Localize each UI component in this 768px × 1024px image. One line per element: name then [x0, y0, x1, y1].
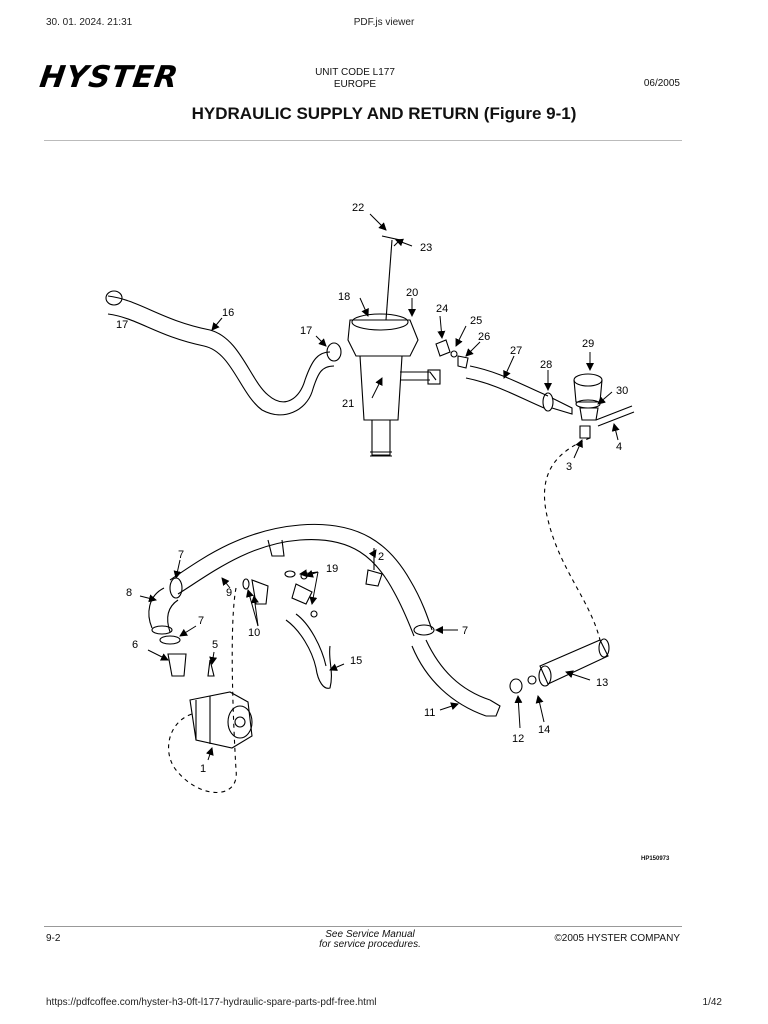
callout-27: 27: [510, 345, 522, 357]
clamp-17-left: [105, 290, 123, 306]
filter-head-18: [347, 319, 419, 357]
callout-30: 30: [616, 385, 628, 397]
clamp-7-mid: [159, 635, 181, 645]
callout-10: 10: [248, 627, 260, 639]
fitting-6: [167, 653, 187, 677]
source-url: https://pdfcoffee.com/hyster-h3-0ft-l177…: [46, 997, 377, 1008]
pump-1: [189, 691, 253, 749]
unit-code-block: UNIT CODE L177 EUROPE: [300, 67, 410, 91]
callout-3: 3: [566, 461, 572, 473]
callout-28: 28: [540, 359, 552, 371]
clamp-28: [542, 392, 554, 412]
footer-divider: [44, 926, 682, 927]
hose-27: [469, 365, 549, 397]
fitting-19: [291, 583, 313, 605]
hose-15: [285, 619, 332, 689]
callout-29: 29: [582, 338, 594, 350]
strainer-13: [539, 639, 609, 685]
hose-16: [107, 295, 331, 403]
callout-labels: 22 23 16 17 18 20 17 24 25 26 27 28 29 3…: [116, 202, 628, 775]
callout-14: 14: [538, 724, 550, 736]
callout-7-right: 7: [462, 625, 468, 637]
o-ring-10: [242, 578, 250, 590]
page-number: 9-2: [46, 933, 61, 944]
callout-11: 11: [424, 707, 435, 719]
fitting-26: [457, 355, 469, 369]
callout-21: 21: [342, 398, 354, 410]
clamp-7-right: [413, 624, 435, 636]
callout-18: 18: [338, 291, 350, 303]
breather-cap-29: [573, 373, 603, 387]
hydraulic-diagram: 22 23 16 17 18 20 17 24 25 26 27 28 29 3…: [105, 202, 635, 793]
bolt-4: [595, 405, 635, 427]
elbow-3: [579, 425, 591, 439]
callout-17-right: 17: [300, 325, 312, 337]
pipe-9: [169, 523, 433, 631]
service-note-line2: for service procedures.: [319, 939, 421, 950]
callout-7-top: 7: [178, 549, 184, 561]
callout-23: 23: [420, 242, 432, 254]
page-counter: 1/42: [702, 997, 722, 1008]
callout-26: 26: [478, 331, 490, 343]
print-timestamp: 30. 01. 2024. 21:31: [46, 17, 133, 28]
callout-25: 25: [470, 315, 482, 327]
callout-16: 16: [222, 307, 234, 319]
callout-6: 6: [132, 639, 138, 651]
callout-19: 19: [326, 563, 338, 575]
callout-12: 12: [512, 733, 524, 745]
callout-7-mid: 7: [198, 615, 204, 627]
hose-8: [148, 587, 179, 633]
o-ring-19a: [284, 570, 296, 578]
filter-body-21: [359, 355, 403, 421]
revision-date: 06/2005: [643, 78, 680, 89]
unit-code: UNIT CODE L177: [315, 67, 395, 78]
copyright: ©2005 HYSTER COMPANY: [554, 933, 680, 944]
hyster-logo: HYSTER: [37, 60, 181, 95]
clamp-17-right: [326, 342, 342, 362]
viewer-title: PDF.js viewer: [353, 17, 415, 28]
clamp-7-top: [169, 577, 183, 599]
callout-1: 1: [200, 763, 206, 775]
callout-20: 20: [406, 287, 418, 299]
bolt-5: [207, 659, 215, 677]
callout-8: 8: [126, 587, 132, 599]
callout-9: 9: [226, 587, 232, 599]
callout-15: 15: [350, 655, 362, 667]
header-divider: [44, 140, 682, 141]
service-note-line1: See Service Manual: [325, 929, 415, 940]
service-note: See Service Manual for service procedure…: [300, 930, 440, 950]
region: EUROPE: [333, 79, 377, 90]
o-ring-25: [450, 350, 458, 358]
dipstick: [385, 239, 393, 321]
fitting-24: [435, 339, 451, 357]
fitting-30: [579, 407, 599, 421]
clamp-12: [509, 678, 523, 694]
page-title: HYDRAULIC SUPPLY AND RETURN (Figure 9-1): [191, 104, 577, 123]
callout-22: 22: [352, 202, 364, 214]
callout-24: 24: [436, 303, 448, 315]
callout-13: 13: [596, 677, 608, 689]
callout-4: 4: [616, 441, 622, 453]
o-ring-14: [527, 675, 537, 685]
callout-17-left: 17: [116, 319, 128, 331]
figure-reference: HP150973: [641, 856, 670, 862]
callout-2: 2: [378, 551, 384, 563]
callout-5: 5: [212, 639, 218, 651]
hose-11: [425, 639, 491, 701]
